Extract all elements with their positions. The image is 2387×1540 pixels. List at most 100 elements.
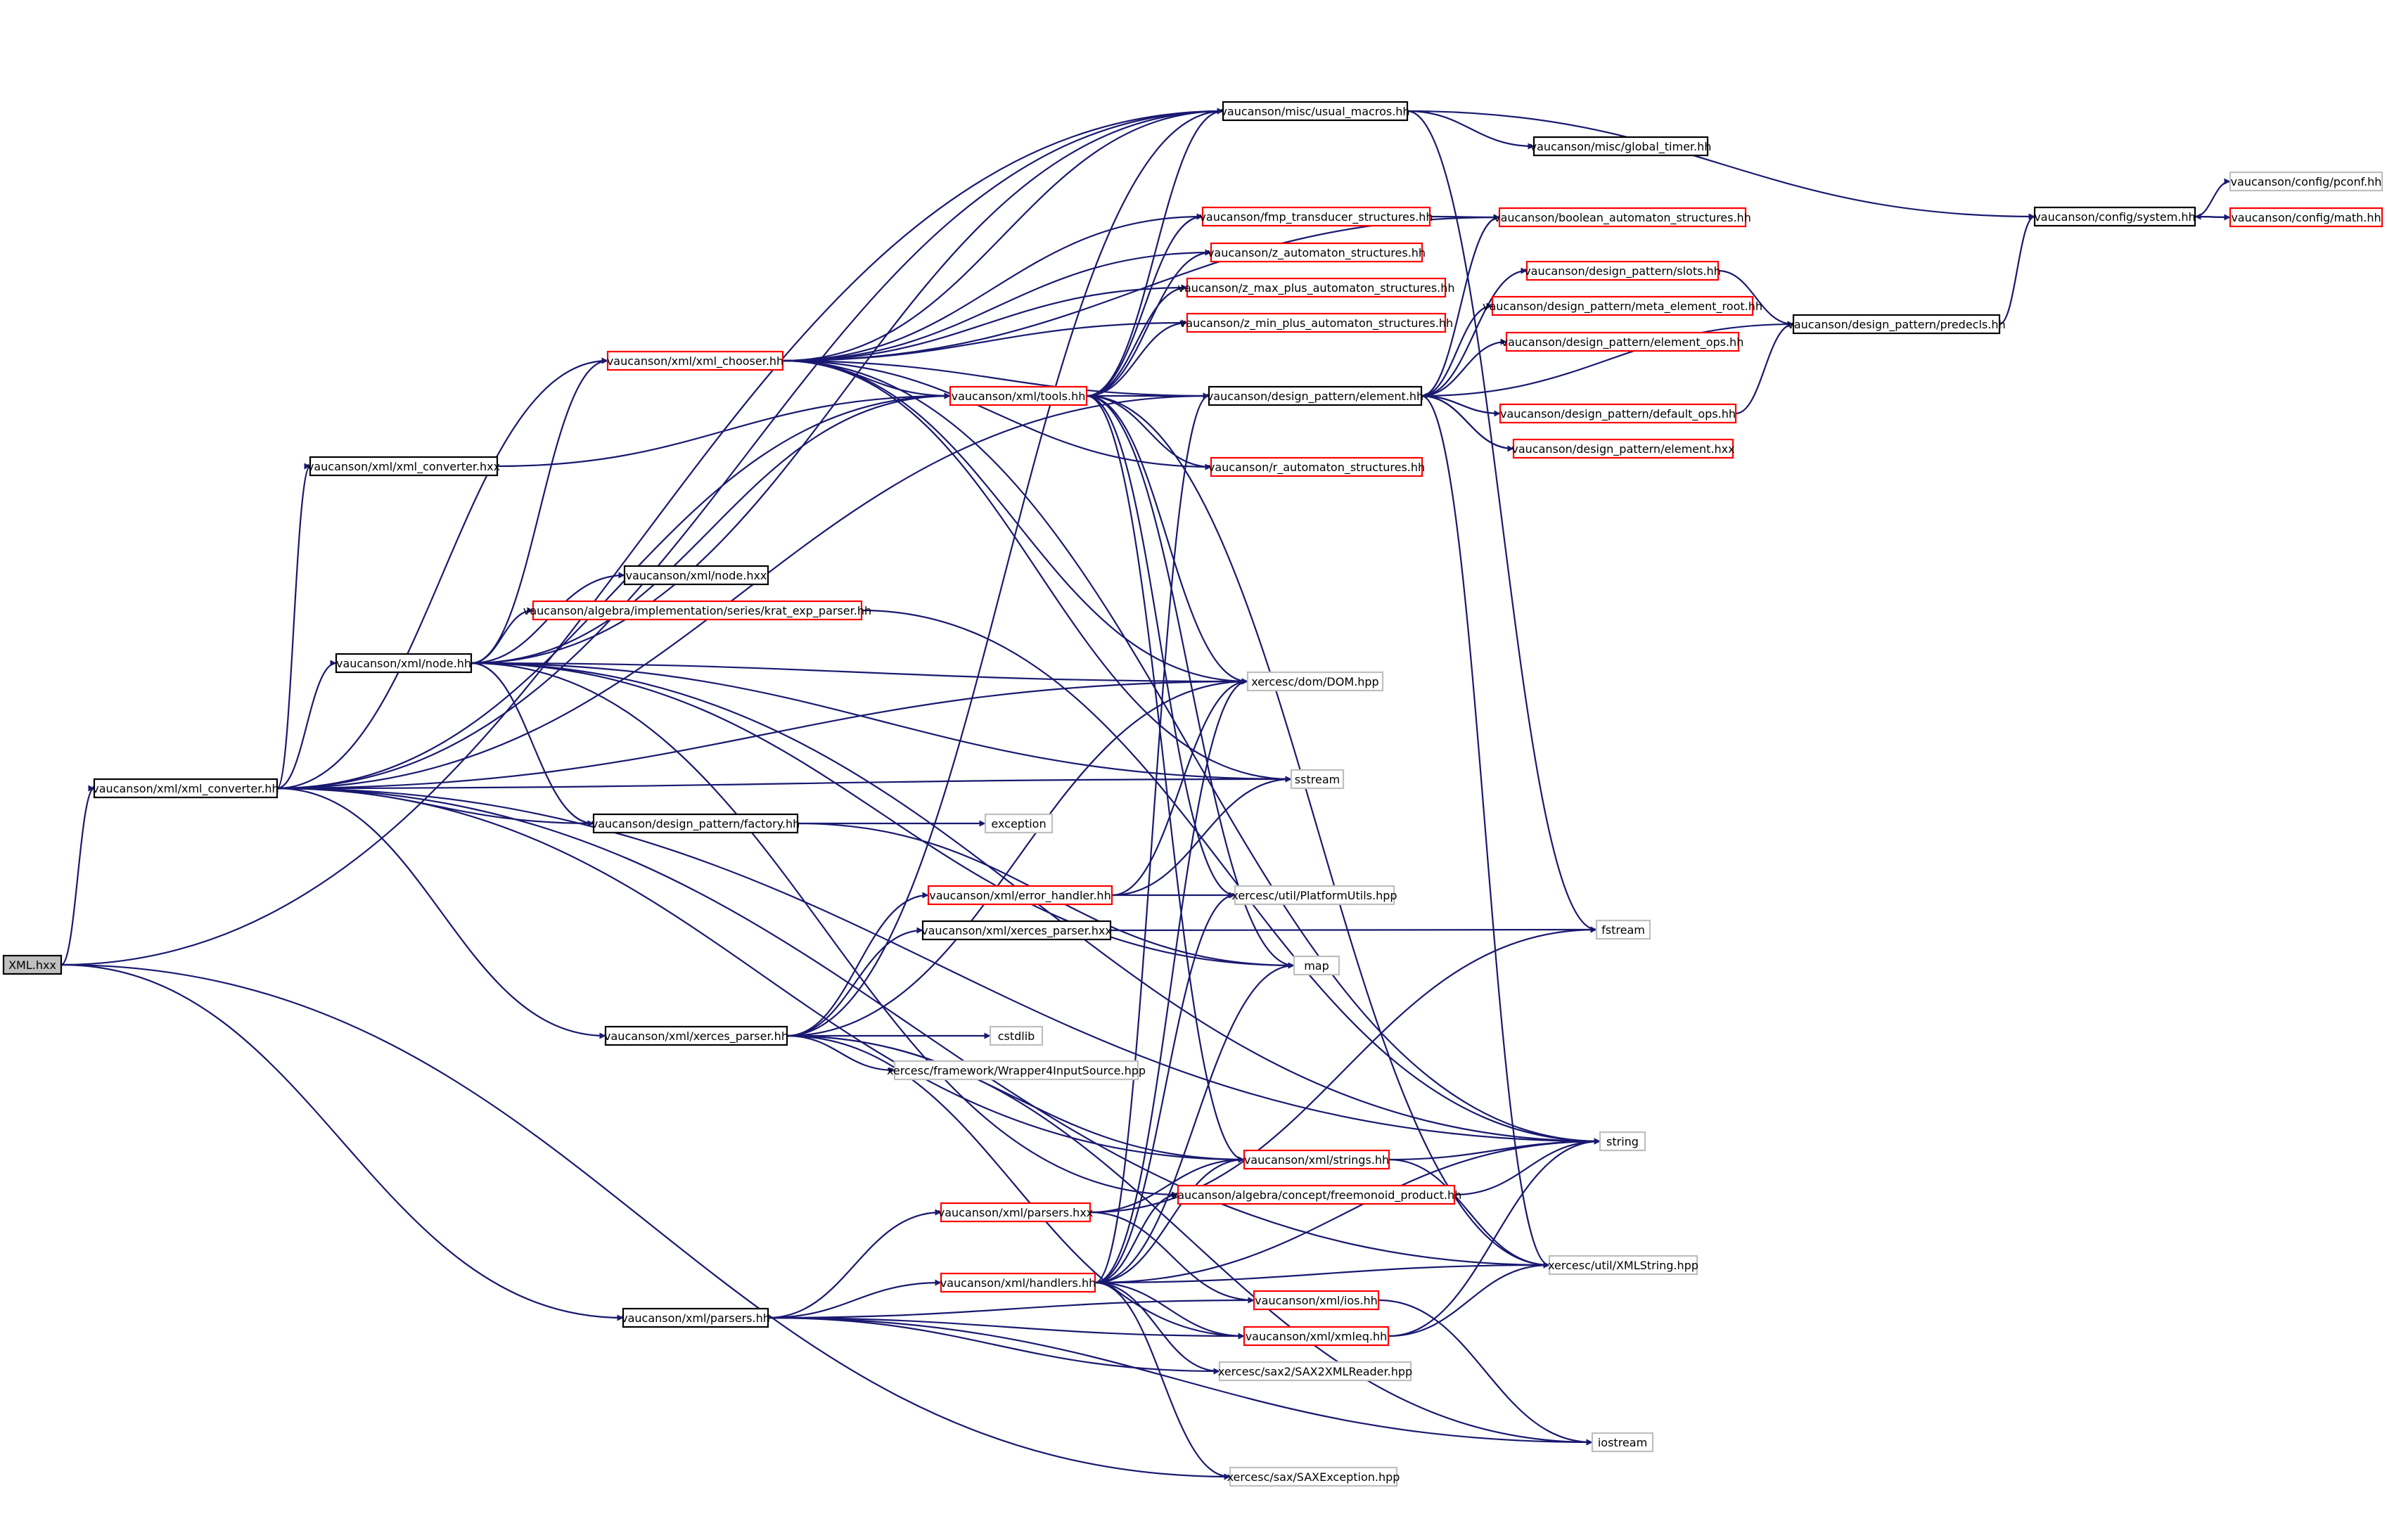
node-label: exception [991,817,1046,830]
node-box [2229,207,2383,228]
node-box [93,778,279,799]
node-label: vaucanson/design_pattern/slots.hh [1524,264,1721,278]
node-box [1599,1131,1646,1152]
node-freemonoid[interactable]: vaucanson/algebra/concept/freemonoid_pro… [1171,1184,1462,1205]
node-element-ops[interactable]: vaucanson/design_pattern/element_ops.hh [1502,331,1744,352]
node-label: vaucanson/xml/error_handler.hh [929,889,1111,903]
node-label: vaucanson/xml/parsers.hh [621,1311,770,1325]
node-xerces-hxx[interactable]: vaucanson/xml/xerces_parser.hxx [921,920,1112,941]
node-z-min[interactable]: vaucanson/z_min_plus_automaton_structure… [1179,312,1453,333]
node-box [940,1202,1092,1223]
node-xml-tools[interactable]: vaucanson/xml/tools.hh [949,385,1088,406]
node-string: string [1599,1131,1646,1152]
node-exception: exception [984,813,1054,834]
node-box [989,1025,1044,1046]
node-label: vaucanson/z_automaton_structures.hh [1208,246,1426,260]
node-handlers[interactable]: vaucanson/xml/handlers.hh [940,1272,1096,1293]
edge-parsers_hxx-to-fstream [1089,926,1597,1214]
edge-xml_conv_hh-to-xmlstring [276,787,1550,1269]
edge-xml_conv_hh-to-xml_conv_hxx [276,463,312,790]
edge-xml_conv_hh-to-string [276,787,1601,1145]
node-element-hxx[interactable]: vaucanson/design_pattern/element.hxx [1511,438,1735,459]
node-box [1498,207,1747,228]
node-default-ops[interactable]: vaucanson/design_pattern/default_ops.hh [1499,403,1737,424]
node-map: map [1293,955,1340,976]
node-xml-conv-hh[interactable]: vaucanson/xml/xml_converter.hh [92,778,279,799]
node-meta-root[interactable]: vaucanson/design_pattern/meta_element_ro… [1483,295,1762,316]
edge-xml_chooser-to-r_aut [782,359,1212,470]
edge-xml_chooser-to-fmp [782,213,1203,362]
node-config-math[interactable]: vaucanson/config/math.hh [2229,207,2383,228]
node-element-hh[interactable]: vaucanson/design_pattern/element.hh [1207,385,1423,406]
node-config-system[interactable]: vaucanson/config/system.hh [2033,206,2196,227]
edge-element_hh-to-boolean_aut [1421,214,1500,397]
edge-xerces_hh-to-xmleq [786,1034,1245,1340]
node-label: xercesc/framework/Wrapper4InputSource.hp… [887,1064,1146,1077]
node-label: vaucanson/misc/usual_macros.hh [1220,105,1409,119]
node-ios[interactable]: vaucanson/xml/ios.hh [1253,1290,1380,1311]
edge-xml_conv_hh-to-dom [276,678,1248,790]
node-parsers-hh[interactable]: vaucanson/xml/parsers.hh [621,1307,770,1328]
edge-xml_hxx-to-parsers_hh [60,963,624,1321]
node-z-aut[interactable]: vaucanson/z_automaton_structures.hh [1208,242,1426,263]
node-usual-macros[interactable]: vaucanson/misc/usual_macros.hh [1220,101,1410,122]
node-saxexc: xercesc/sax/SAXException.hpp [1227,1466,1400,1487]
node-dom: xercesc/dom/DOM.hpp [1246,671,1384,692]
node-node-hxx[interactable]: vaucanson/xml/node.hxx [623,565,769,586]
node-box [1595,919,1651,940]
edge-strings-to-xmlstring [1388,1158,1550,1269]
edge-parsers_hh-to-parsers_hxx [767,1209,942,1319]
node-box [921,920,1112,941]
node-sax2: xercesc/sax2/SAX2XMLReader.hpp [1218,1361,1412,1382]
node-strings[interactable]: vaucanson/xml/strings.hh [1243,1149,1390,1170]
node-fstream: fstream [1595,919,1651,940]
edge-element_hh-to-predecls [1421,321,1794,397]
edge-xerces_hh-to-wrapper4 [786,1034,895,1074]
node-node-hh[interactable]: vaucanson/xml/node.hh [335,653,473,674]
edge-usual_macros-to-fstream [1407,110,1597,933]
edge-xerces_hh-to-error_handler [786,892,929,1037]
edge-xml_conv_hh-to-strings [276,787,1245,1163]
node-xmlstring: xercesc/util/XMLString.hpp [1548,1255,1698,1276]
node-global-timer[interactable]: vaucanson/misc/global_timer.hh [1530,136,1712,157]
node-xmleq[interactable]: vaucanson/xml/xmleq.hh [1243,1326,1390,1347]
node-parsers-hxx[interactable]: vaucanson/xml/parsers.hxx [938,1202,1094,1223]
edge-element_hh-to-element_ops [1421,338,1507,397]
node-label: map [1304,959,1329,973]
edge-error_handler-to-sstream [1111,776,1292,897]
node-slots[interactable]: vaucanson/design_pattern/slots.hh [1524,260,1721,281]
node-predecls[interactable]: vaucanson/design_pattern/predecls.hh [1787,314,2006,335]
node-box [1229,1466,1398,1487]
node-z-max[interactable]: vaucanson/z_max_plus_automaton_structure… [1177,277,1455,298]
node-label: vaucanson/z_min_plus_automaton_structure… [1179,316,1453,331]
node-fmp[interactable]: vaucanson/fmp_transducer_structures.hh [1199,206,1433,227]
node-r-aut[interactable]: vaucanson/r_automaton_structures.hh [1208,456,1425,477]
node-box [1548,1255,1698,1276]
node-box [1234,885,1395,906]
node-xml-chooser[interactable]: vaucanson/xml/xml_chooser.hh [607,350,783,371]
edge-xml_conv_hxx-to-xml_tools [497,392,951,468]
edge-slots-to-predecls [1717,269,1794,328]
node-box [1512,438,1734,459]
node-box [927,885,1113,906]
edge-xml_chooser-to-string [782,359,1601,1145]
node-label: vaucanson/xml/handlers.hh [940,1276,1096,1290]
edge-parsers_hh-to-handlers [767,1279,942,1319]
node-label: vaucanson/config/system.hh [2034,210,2195,224]
node-label: vaucanson/design_pattern/element.hxx [1511,442,1734,456]
node-krat[interactable]: vaucanson/algebra/implementation/series/… [523,600,871,621]
dependency-edges [60,108,2231,1480]
edge-xml_tools-to-strings [1086,394,1245,1163]
node-xerces-hh[interactable]: vaucanson/xml/xerces_parser.hh [604,1025,788,1046]
edge-handlers-to-platform [1094,892,1236,1284]
node-label: iostream [1598,1436,1647,1449]
node-label: xercesc/util/PlatformUtils.hpp [1231,889,1397,902]
node-sstream: sstream [1290,769,1345,790]
node-boolean-aut[interactable]: vaucanson/boolean_automaton_structures.h… [1494,207,1751,228]
node-factory[interactable]: vaucanson/design_pattern/factory.hh [591,813,800,834]
node-box [1208,385,1423,406]
node-xml-conv-hxx[interactable]: vaucanson/xml/xml_converter.hxx [307,456,500,477]
node-box [622,1307,769,1328]
edge-xml_tools-to-dom [1086,394,1248,685]
node-error-handler[interactable]: vaucanson/xml/error_handler.hh [927,885,1113,906]
